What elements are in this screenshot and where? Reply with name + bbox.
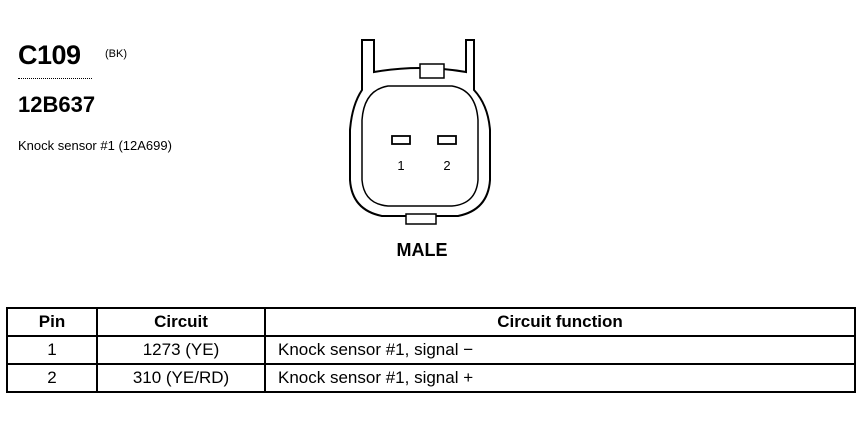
header-pin: Pin xyxy=(6,307,98,337)
pin-label-2: 2 xyxy=(443,158,450,173)
connector-color-code: (BK) xyxy=(105,48,127,60)
connector-id: C109 xyxy=(18,40,81,70)
header-circuit-function: Circuit function xyxy=(264,307,856,337)
table-row: 2 310 (YE/RD) Knock sensor #1, signal + xyxy=(6,363,856,393)
row-pin: 1 xyxy=(6,335,98,365)
connector-face-diagram: 1 2 MALE xyxy=(349,39,491,260)
row-function: Knock sensor #1, signal − xyxy=(264,335,856,365)
row-circuit: 310 (YE/RD) xyxy=(96,363,266,393)
row-pin: 2 xyxy=(6,363,98,393)
row-circuit: 1273 (YE) xyxy=(96,335,266,365)
connector-description: Knock sensor #1 (12A699) xyxy=(18,138,172,153)
row-function: Knock sensor #1, signal + xyxy=(264,363,856,393)
pin-label-1: 1 xyxy=(397,158,404,173)
terminal-slot-2 xyxy=(437,135,457,145)
connector-gender-label: MALE xyxy=(397,240,448,260)
table-row: 1 1273 (YE) Knock sensor #1, signal − xyxy=(6,335,856,365)
connector-top-key xyxy=(419,63,445,79)
part-number: 12B637 xyxy=(18,92,96,117)
pinout-header-row: Pin Circuit Circuit function xyxy=(6,307,856,337)
pinout-table: Pin Circuit Circuit function 1 1273 (YE)… xyxy=(6,307,856,393)
connector-id-underline xyxy=(18,78,92,79)
terminal-slot-1 xyxy=(391,135,411,145)
connector-inner-face xyxy=(361,85,479,207)
connector-bottom-tab xyxy=(405,213,437,225)
header-circuit: Circuit xyxy=(96,307,266,337)
